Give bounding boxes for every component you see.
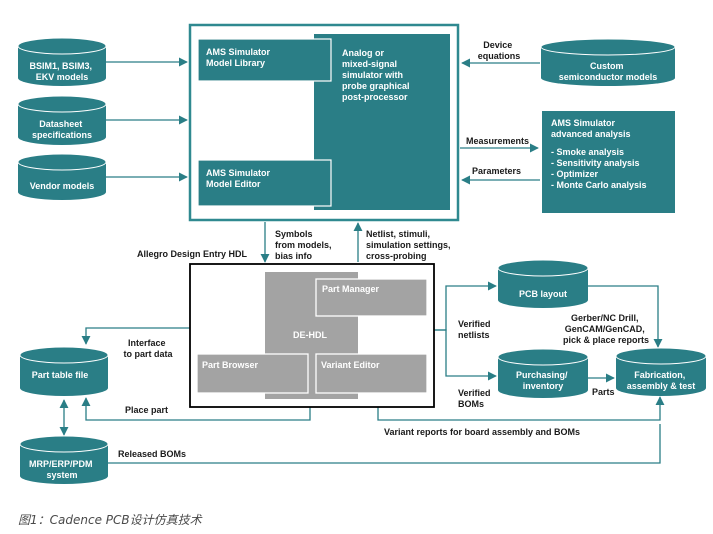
variant-editor-label: Variant Editor <box>321 360 380 370</box>
svg-text:Purchasing/ inventory: Purchasing/ inventory <box>516 370 570 391</box>
model-editor-box <box>197 159 332 207</box>
database-pcb-layout: PCB layout <box>497 259 589 308</box>
part-manager-box <box>315 278 428 317</box>
part-browser-label: Part Browser <box>202 360 259 370</box>
svg-text:Fabrication, assembly &: Fabrication, assembly & test <box>627 370 696 391</box>
model-library-box <box>197 38 332 82</box>
database-bsim: BSIM1, BSIM3, EKV models <box>17 37 107 86</box>
ams-simulator-panel: Analog or mixed-signal simulator with pr… <box>188 23 460 222</box>
variant-editor-box <box>315 353 428 394</box>
svg-text:PCB layout: PCB layout <box>519 289 567 299</box>
dehdl-title: Allegro Design Entry HDL <box>137 249 248 259</box>
advanced-analysis-box: AMS Simulator advanced analysis - Smoke … <box>542 111 675 213</box>
released-boms-line <box>108 424 661 464</box>
svg-text:Vendor models: Vendor models <box>30 181 95 191</box>
parameters-label: Parameters <box>472 166 521 176</box>
database-part-table: Part table file <box>19 346 109 396</box>
dehdl-center-label: DE-HDL <box>293 330 327 340</box>
part-manager-label: Part Manager <box>322 284 380 294</box>
measurements-label: Measurements <box>466 136 529 146</box>
database-mrp: MRP/ERP/PDM system <box>19 435 109 484</box>
svg-text:BSIM1, BSIM3, EKV models: BSIM1, BSIM3, EKV models <box>29 61 94 82</box>
svg-text:Part table file: Part table file <box>32 370 89 380</box>
svg-text:AMS Simulator advanced a: AMS Simulator advanced analysis - Smoke … <box>551 118 647 190</box>
place-part-label: Place part <box>125 405 168 415</box>
verified-netlists-label: Verified netlists <box>458 319 493 340</box>
verified-boms-line <box>434 329 497 381</box>
symbols-label: Symbols from models, bias info <box>275 229 334 261</box>
gerber-label: Gerber/NC Drill, GenCAM/GenCAD, pick & p… <box>563 313 649 345</box>
database-vendor: Vendor models <box>17 153 107 200</box>
dehdl-panel: Allegro Design Entry HDL DE-HDL Part Man… <box>137 249 435 408</box>
database-custom: Custom semiconductor models <box>540 38 676 86</box>
analog-simulator-box <box>314 34 450 210</box>
interface-label: Interface to part data <box>123 338 173 359</box>
variant-reports-line <box>377 396 665 421</box>
analog-simulator-text: Analog or mixed-signal simulator with pr… <box>342 48 412 102</box>
svg-text:MRP/ERP/PDM system: MRP/ERP/PDM system <box>29 459 95 480</box>
pcb-to-fab-line <box>588 285 663 348</box>
parts-label: Parts <box>592 387 615 397</box>
part-browser-box <box>196 353 309 394</box>
svg-text:Custom semiconductor mod: Custom semiconductor models <box>559 61 658 82</box>
released-boms-label: Released BOMs <box>118 449 186 459</box>
device-equations-label: Device equations <box>478 40 521 61</box>
model-library-text: AMS Simulator Model Library <box>206 47 273 68</box>
netlist-label: Netlist, stimuli, simulation settings, c… <box>366 229 453 261</box>
verified-boms-label: Verified BOMs <box>458 388 493 409</box>
connectors <box>59 57 665 464</box>
variant-reports-label: Variant reports for board assembly and B… <box>384 427 580 437</box>
database-fabrication: Fabrication, assembly & test <box>615 347 707 396</box>
database-purchasing: Purchasing/ inventory <box>497 348 589 398</box>
database-datasheet: Datasheet specifications <box>17 95 107 145</box>
model-editor-text: AMS Simulator Model Editor <box>206 168 273 189</box>
figure-caption: 图1：Cadence PCB设计仿真技术 <box>18 513 203 527</box>
svg-text:Datasheet specifications: Datasheet specifications <box>32 119 92 140</box>
